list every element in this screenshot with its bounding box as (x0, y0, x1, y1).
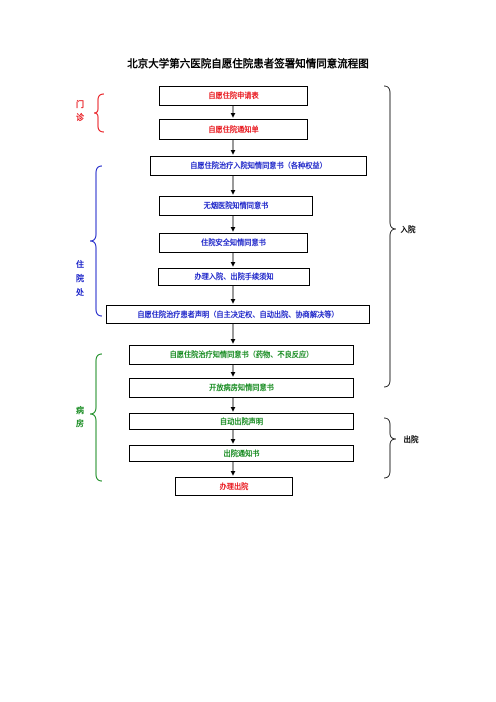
step-discharge-notice: 出院通知书 (129, 445, 354, 462)
step-smoke-free-consent: 无烟医院知情同意书 (159, 196, 313, 216)
step-admission-discharge-procedures: 办理入院、出院手续须知 (158, 268, 310, 286)
step-open-ward-consent: 开放病房知情同意书 (129, 378, 354, 398)
step-safety-consent: 住院安全知情同意书 (159, 233, 308, 253)
phase-label-discharge: 出院 (403, 435, 419, 444)
phase-label-admission: 入院 (400, 225, 416, 234)
admission-office-brace (89, 165, 103, 317)
step-voluntary-admission-application: 自愿住院申请表 (159, 86, 308, 106)
department-label-outpatient: 门 诊 (76, 100, 84, 122)
ward-brace (89, 353, 103, 482)
page-title: 北京大学第六医院自愿住院患者签署知情同意流程图 (127, 58, 369, 70)
department-label-admission-office: 住 院 处 (76, 260, 84, 297)
step-admission-informed-consent: 自愿住院治疗入院知情同意书（各种权益） (150, 156, 367, 176)
step-voluntary-discharge-statement: 自动出院声明 (129, 413, 354, 430)
step-complete-discharge: 办理出院 (175, 477, 293, 496)
department-label-ward: 病 房 (76, 406, 84, 428)
outpatient-brace (93, 93, 105, 133)
step-voluntary-admission-notice: 自愿住院通知单 (159, 119, 308, 140)
step-patient-statement: 自愿住院治疗患者声明（自主决定权、自动出院、协商解决等） (106, 305, 370, 324)
step-treatment-informed-consent: 自愿住院治疗知情同意书（药物、不良反应） (129, 345, 354, 365)
discharge-brace (383, 417, 397, 479)
admission-brace (383, 85, 397, 388)
